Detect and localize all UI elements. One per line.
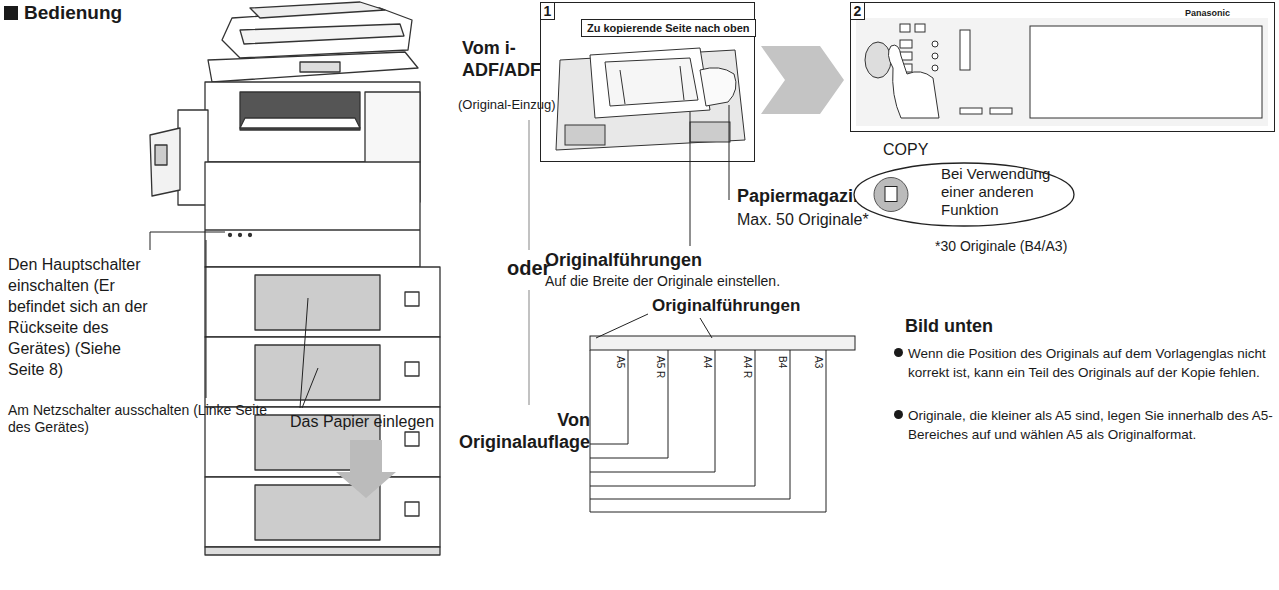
label-text: Auf die Breite der Originale einstellen. bbox=[545, 273, 875, 290]
speech-box: Zu kopierende Seite nach oben bbox=[581, 19, 756, 37]
callout-number: 1 bbox=[540, 2, 556, 20]
button-note: Bei Verwendung einer anderen Funktion bbox=[941, 165, 1059, 219]
label-text: Panasonic bbox=[1185, 8, 1255, 19]
label-text: Von Originalauflage bbox=[438, 410, 590, 453]
format-mark: A4 bbox=[701, 356, 713, 368]
speech-text: Zu kopierende Seite nach oben bbox=[587, 22, 750, 34]
button-name: COPY bbox=[883, 140, 928, 159]
label-text: *30 Originale (B4/A3) bbox=[935, 238, 1125, 255]
callout-number: 2 bbox=[850, 2, 866, 20]
page-title: Bedienung bbox=[24, 2, 122, 25]
label-text: (Original-Einzug) bbox=[458, 97, 598, 113]
format-mark: A3 bbox=[812, 356, 824, 368]
label-text: Das Papier einlegen bbox=[290, 412, 465, 431]
format-mark: A4 R bbox=[741, 356, 753, 378]
label-text: Am Netzschalter ausschalten (Linke Seite… bbox=[8, 402, 293, 436]
step-panel: 1 Zu kopierende Seite nach oben bbox=[540, 2, 755, 162]
label-text: Den Hauptschalter einschalten (Er befind… bbox=[8, 254, 154, 380]
label-text: Vom i-ADF/ADF bbox=[462, 38, 548, 81]
format-mark: A5 bbox=[614, 356, 626, 368]
label-text: Bild unten bbox=[905, 316, 1045, 338]
format-mark: A5 R bbox=[654, 356, 666, 378]
label-text: Originalführungen bbox=[545, 250, 745, 272]
label-text: Wenn die Position des Originals auf dem … bbox=[908, 344, 1274, 382]
label-text: Originalführungen bbox=[652, 296, 852, 316]
label-text: Originale, die kleiner als A5 sind, lege… bbox=[908, 406, 1274, 444]
copy-button-callout: COPY Bei Verwendung einer anderen Funktio… bbox=[853, 140, 1075, 227]
step-panel: 2 bbox=[850, 2, 1275, 132]
format-mark: B4 bbox=[776, 356, 788, 368]
step-arrow bbox=[761, 46, 844, 114]
